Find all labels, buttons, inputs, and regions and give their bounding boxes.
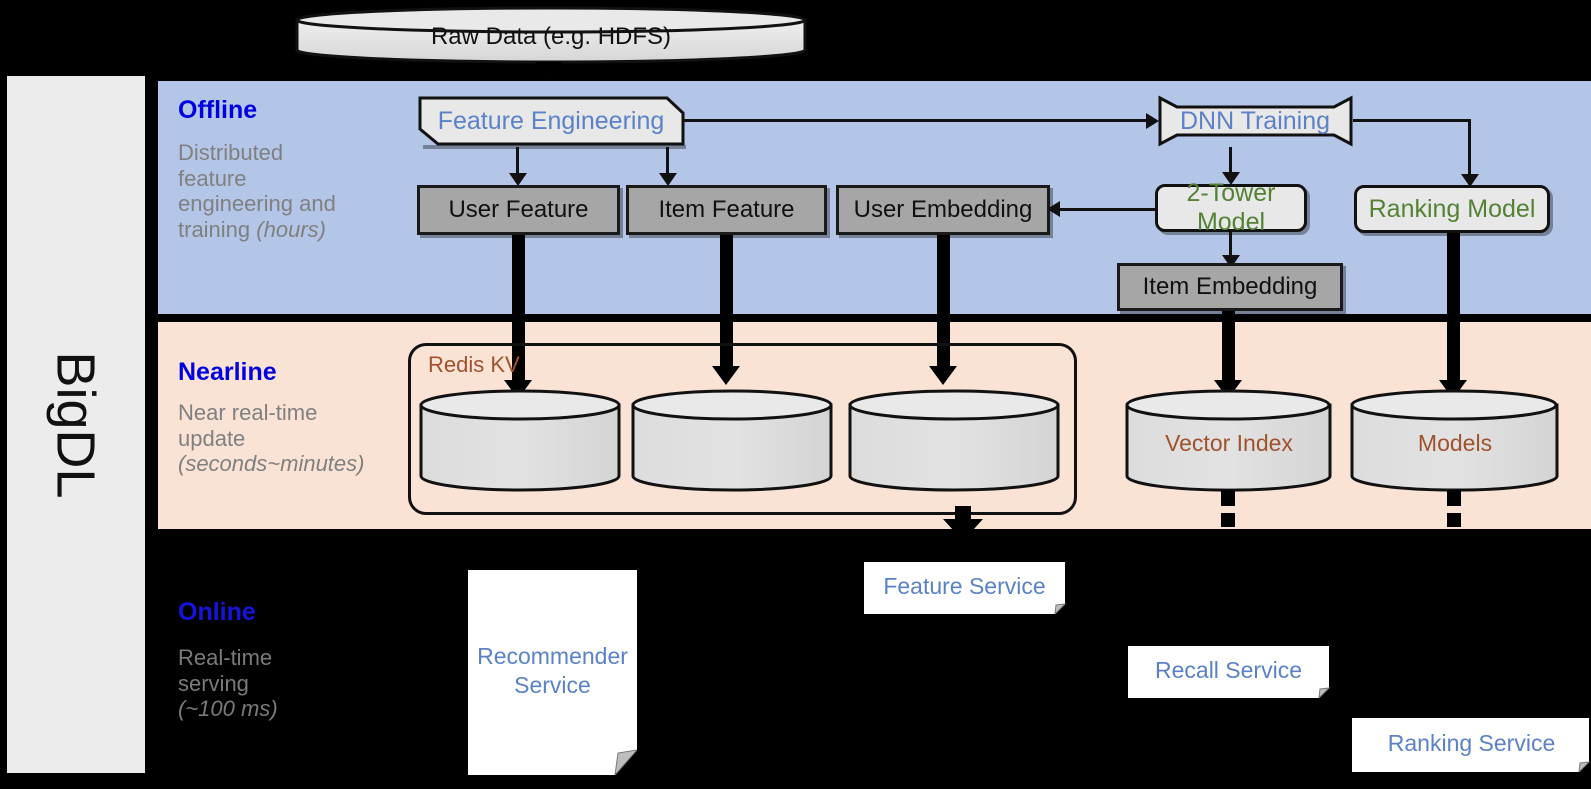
connector-userembedding-store	[937, 235, 950, 375]
two-tower-model-box[interactable]: 2-Tower Model	[1155, 179, 1307, 236]
raw-data-cylinder[interactable]: Raw Data (e.g. HDFS)	[295, 6, 807, 64]
ranking-service-doc[interactable]: Ranking Service	[1352, 718, 1591, 772]
online-sub-l1: Real-time	[178, 645, 273, 670]
ranking-service-label: Ranking Service	[1387, 730, 1556, 756]
arrowhead-rawdata-fe	[535, 62, 563, 81]
redis-kv-group	[408, 343, 1077, 515]
raw-data-label: Raw Data (e.g. HDFS)	[430, 23, 672, 50]
connector-userfeature-store	[512, 235, 525, 390]
recall-service-doc[interactable]: Recall Service	[1128, 646, 1331, 698]
online-title: Online	[178, 598, 256, 626]
connector-fe-userfeature	[516, 147, 519, 175]
offline-subtitle: Distributed feature engineering and trai…	[178, 140, 388, 243]
connector-dnn-twotower	[1229, 147, 1232, 177]
offline-sub-l1: Distributed	[178, 140, 284, 165]
vector-index-cylinder[interactable]: Vector Index	[1124, 388, 1334, 493]
user-embedding-label: User Embedding	[853, 196, 1033, 223]
user-feature-label: User Feature	[448, 196, 589, 223]
nearline-sub-italic: (seconds~minutes)	[178, 451, 365, 477]
item-feature-box[interactable]: Item Feature	[626, 185, 827, 235]
ranking-model-box[interactable]: Ranking Model	[1354, 185, 1550, 233]
redis-kv-label: Redis KV	[428, 352, 520, 377]
offline-sub-l3: engineering and	[178, 191, 336, 217]
connector-vectorindex-stub1	[1221, 490, 1235, 506]
recommender-service-label-wrap: Recommender Service	[468, 642, 637, 700]
connector-fe-itemfeature	[666, 147, 669, 175]
offline-title: Offline	[178, 96, 258, 124]
connector-itemembedding-vectorindex	[1222, 311, 1235, 389]
ranking-model-label: Ranking Model	[1368, 194, 1536, 223]
recall-service-label: Recall Service	[1155, 657, 1302, 683]
feature-service-doc[interactable]: Feature Service	[864, 562, 1067, 614]
item-feature-label: Item Feature	[658, 196, 795, 223]
item-embedding-box[interactable]: Item Embedding	[1117, 263, 1343, 311]
connector-redis-featureservice-stub	[955, 506, 971, 522]
online-subtitle: Real-time serving (~100 ms)	[178, 645, 388, 722]
connector-dnn-ranking-v	[1468, 119, 1471, 179]
dnn-training-label: DNN Training	[1179, 106, 1331, 135]
online-sub-italic: (~100 ms)	[178, 696, 278, 722]
vector-index-label: Vector Index	[1165, 430, 1293, 456]
recommender-service-label-line2: Service	[514, 671, 591, 698]
nearline-sub-l1: Near real-time	[178, 400, 318, 425]
connector-dnn-ranking-h	[1353, 119, 1471, 122]
recommender-service-label-line1: Recommender	[477, 643, 628, 669]
item-embedding-label: Item Embedding	[1142, 273, 1318, 300]
bigdl-framework-rail: BigDL	[7, 76, 145, 773]
arrowhead-dnn-twotower	[1222, 172, 1240, 185]
item-feature-store-cylinder[interactable]	[630, 388, 835, 493]
connector-itemfeature-store	[720, 235, 733, 375]
feature-service-label: Feature Service	[883, 573, 1046, 599]
nearline-sub-l2: update	[178, 425, 246, 451]
user-embedding-store-cylinder[interactable]	[847, 388, 1062, 493]
user-feature-store-cylinder[interactable]	[418, 388, 623, 493]
bigdl-label: BigDL	[46, 350, 107, 499]
feature-engineering-node[interactable]: Feature Engineering	[417, 95, 686, 149]
feature-engineering-label: Feature Engineering	[437, 106, 665, 135]
connector-fe-dnn	[683, 119, 1153, 122]
connector-rankingmodel-models	[1447, 233, 1460, 389]
two-tower-model-label: 2-Tower Model	[1186, 179, 1276, 236]
offline-sub-l2: feature	[178, 165, 247, 191]
offline-sub-l4: training	[178, 217, 257, 243]
connector-models-stub1	[1447, 490, 1461, 506]
arrowhead-fe-userfeature	[509, 173, 527, 186]
offline-sub-italic: (hours)	[256, 217, 326, 243]
connector-twotower-itemembedding	[1229, 232, 1232, 260]
nearline-title: Nearline	[178, 358, 277, 386]
models-cylinder[interactable]: Models	[1349, 388, 1561, 493]
arrowhead-redis-featureservice	[943, 519, 983, 541]
arrowhead-fe-dnn	[1146, 113, 1159, 129]
arrowhead-fe-itemfeature	[659, 173, 677, 186]
user-feature-box[interactable]: User Feature	[417, 185, 620, 235]
arrowhead-userembedding-store	[929, 366, 957, 385]
dnn-training-node[interactable]: DNN Training	[1157, 95, 1353, 147]
connector-vectorindex-stub2	[1221, 513, 1235, 527]
online-sub-l2: serving	[178, 670, 249, 696]
arrowhead-twotower-userembedding	[1047, 201, 1060, 217]
arrowhead-itemfeature-store	[712, 366, 740, 385]
nearline-subtitle: Near real-time update (seconds~minutes)	[178, 400, 408, 477]
recommender-service-doc[interactable]: Recommender Service	[468, 570, 637, 775]
connector-models-stub2	[1447, 513, 1461, 527]
user-embedding-box[interactable]: User Embedding	[836, 185, 1050, 235]
connector-twotower-userembedding	[1055, 208, 1155, 211]
arrowhead-dnn-ranking	[1461, 174, 1479, 187]
models-label: Models	[1417, 430, 1493, 456]
